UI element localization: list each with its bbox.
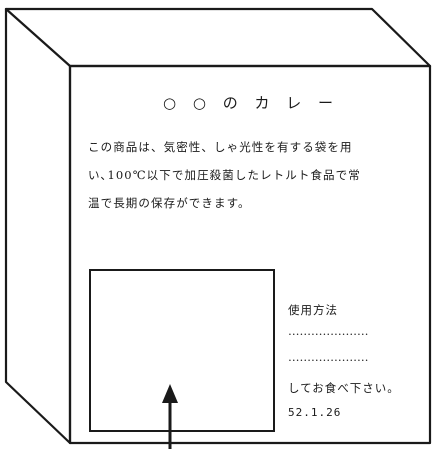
description-line: 温で長期の保存ができます。 <box>88 196 251 210</box>
description-line: い､100℃以下で加圧殺菌したレトルト食品で常 <box>88 168 361 182</box>
usage-heading: 使用方法 <box>288 303 338 317</box>
usage-blank-line: ………………… <box>288 324 369 338</box>
description-line: この商品は、気密性、しゃ光性を有する袋を用 <box>88 140 353 154</box>
box-front-face <box>68 64 432 445</box>
box-top-face <box>4 7 432 68</box>
product-title: ○ ○ の カ レ ー <box>163 94 340 112</box>
usage-blank-line: ………………… <box>288 350 369 364</box>
usage-date: 52.1.26 <box>288 406 342 419</box>
usage-instruction-end: してお食べ下さい。 <box>288 381 400 395</box>
window-panel <box>89 269 275 432</box>
box-side-face <box>4 7 72 445</box>
arrow-head-icon <box>162 384 178 403</box>
